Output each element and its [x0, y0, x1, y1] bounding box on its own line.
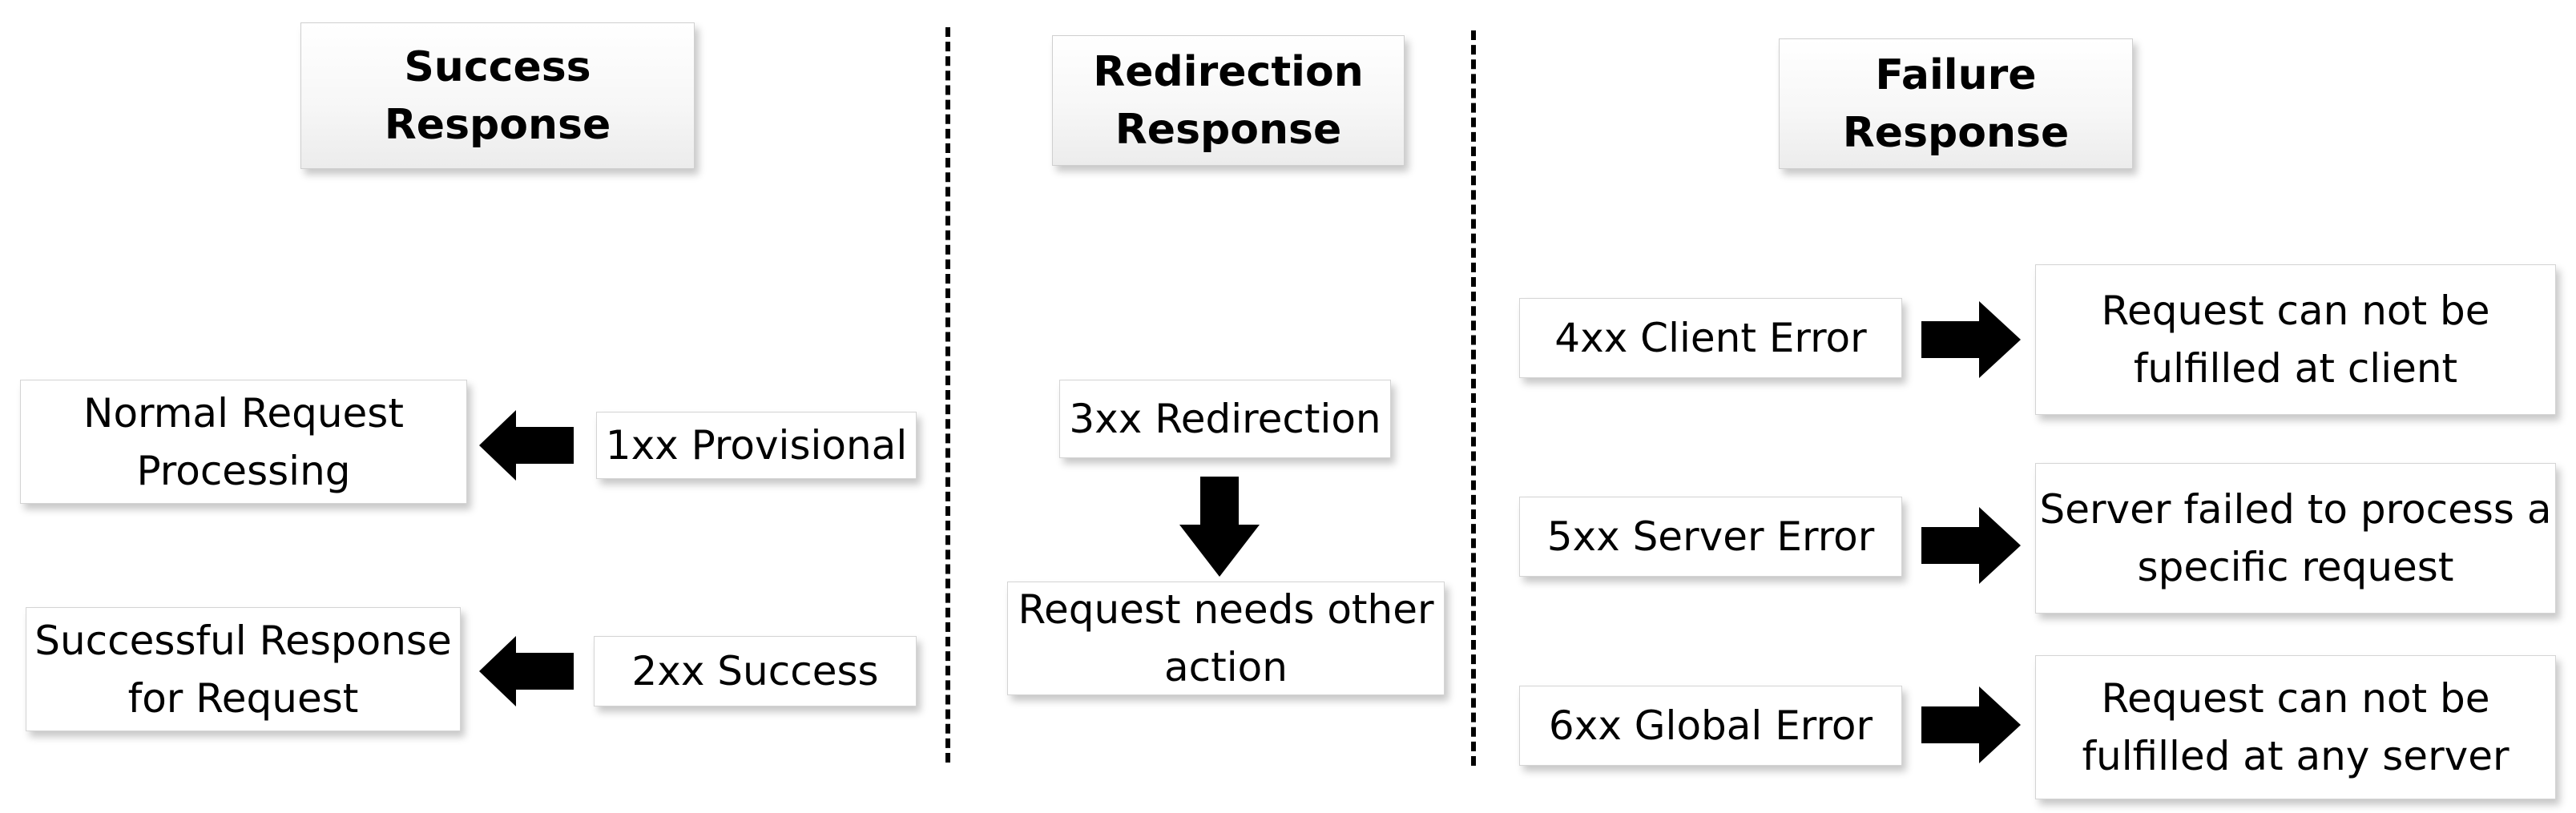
- arrow-left-icon: [479, 636, 574, 706]
- code-box-4xx: 4xx Client Error: [1519, 298, 1902, 378]
- header-line: Response: [1115, 105, 1342, 154]
- description-line: Request needs other: [1018, 586, 1434, 633]
- code-label: 1xx Provisional: [605, 422, 908, 469]
- code-label: 5xx Server Error: [1546, 513, 1875, 560]
- header-line: Response: [384, 100, 611, 149]
- description-line: Successful Response: [34, 617, 452, 664]
- description-box-5xx: Server failed to process a specific requ…: [2035, 463, 2556, 614]
- code-box-5xx: 5xx Server Error: [1519, 497, 1902, 577]
- column-divider-right: [1471, 30, 1476, 766]
- code-label: 4xx Client Error: [1554, 315, 1867, 361]
- description-line: Processing: [136, 447, 351, 494]
- description-line: Request can not be: [2101, 675, 2490, 722]
- code-box-3xx: 3xx Redirection: [1059, 380, 1391, 458]
- description-line: Normal Request: [83, 389, 404, 437]
- code-label: 3xx Redirection: [1069, 396, 1381, 442]
- description-line: Server failed to process a: [2039, 486, 2552, 533]
- description-line: fulfilled at any server: [2082, 733, 2509, 779]
- success-response-header: Success Response: [300, 22, 695, 169]
- header-line: Failure: [1875, 50, 2037, 99]
- code-box-2xx: 2xx Success: [594, 636, 917, 706]
- code-box-6xx: 6xx Global Error: [1519, 686, 1902, 766]
- description-line: action: [1164, 644, 1288, 690]
- description-box-1xx: Normal Request Processing: [20, 380, 467, 504]
- header-line: Redirection: [1093, 47, 1364, 96]
- code-label: 2xx Success: [631, 648, 879, 694]
- code-label: 6xx Global Error: [1548, 702, 1873, 749]
- header-line: Response: [1842, 108, 2070, 157]
- arrow-right-icon: [1921, 301, 2021, 378]
- column-divider-left: [945, 27, 950, 763]
- description-line: for Request: [127, 674, 359, 722]
- code-box-1xx: 1xx Provisional: [596, 412, 917, 479]
- description-line: specific request: [2137, 544, 2454, 590]
- redirection-response-header: Redirection Response: [1052, 35, 1405, 166]
- arrow-right-icon: [1921, 686, 2021, 763]
- description-box-3xx: Request needs other action: [1007, 582, 1445, 695]
- arrow-down-icon: [1179, 477, 1260, 577]
- arrow-right-icon: [1921, 507, 2021, 584]
- description-line: fulfilled at client: [2133, 345, 2458, 392]
- description-box-2xx: Successful Response for Request: [26, 607, 461, 731]
- header-line: Success: [404, 42, 591, 91]
- description-line: Request can not be: [2101, 288, 2490, 334]
- failure-response-header: Failure Response: [1779, 38, 2133, 169]
- arrow-left-icon: [479, 410, 574, 481]
- description-box-4xx: Request can not be fulfilled at client: [2035, 264, 2556, 415]
- description-box-6xx: Request can not be fulfilled at any serv…: [2035, 655, 2556, 799]
